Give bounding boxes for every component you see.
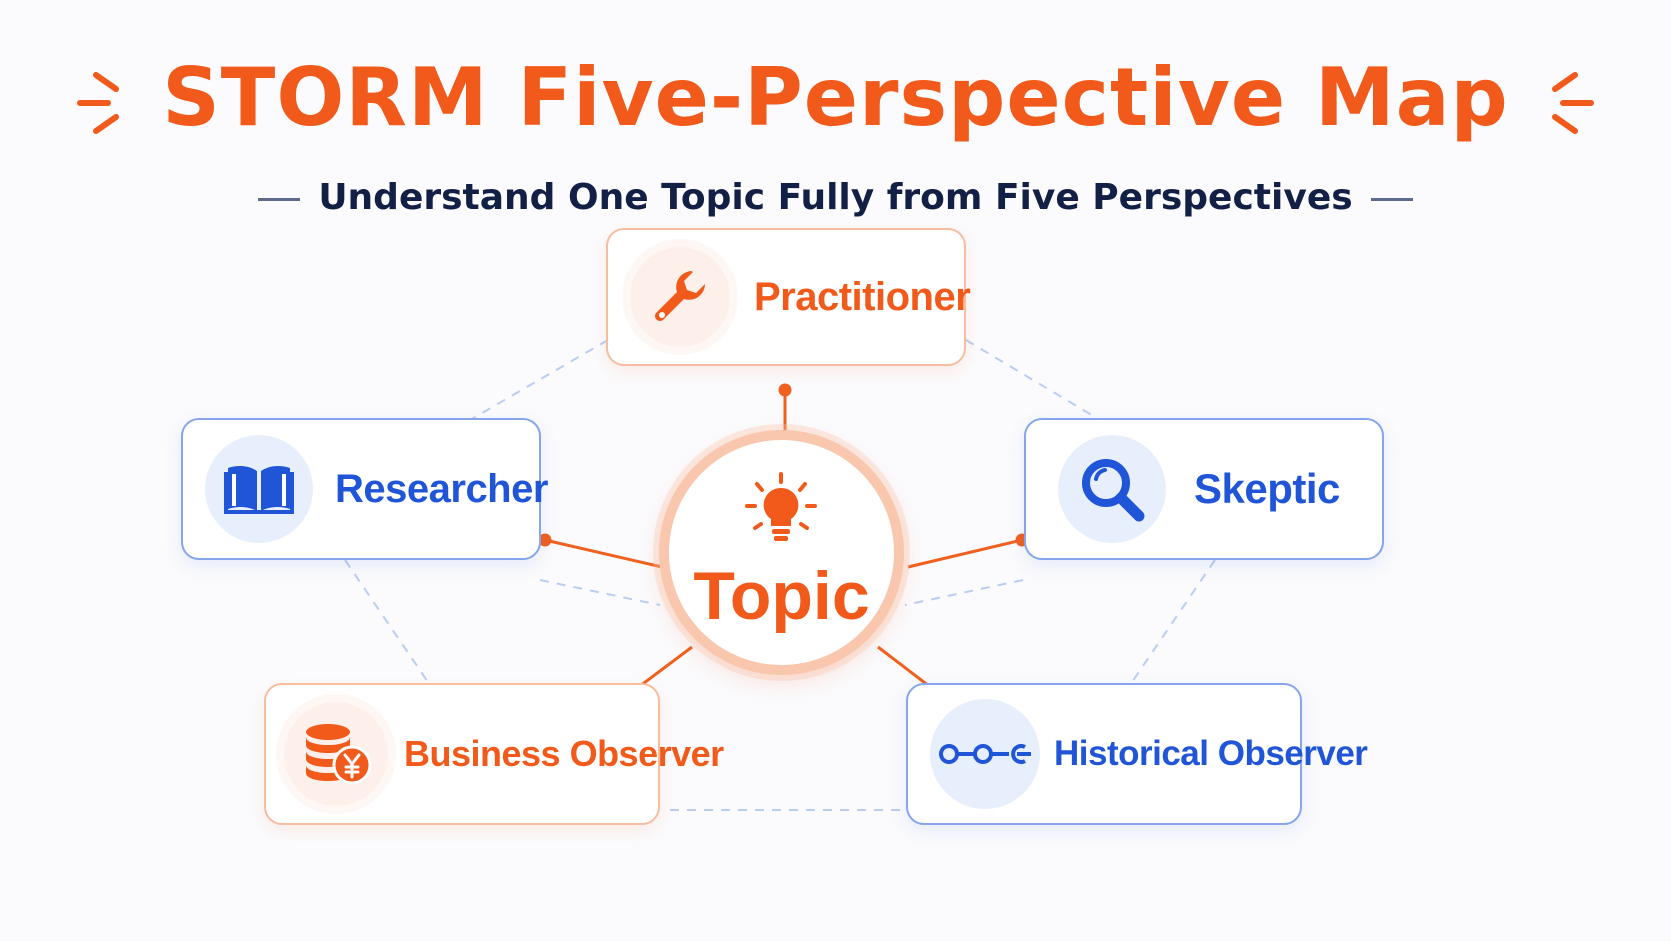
perspective-card-practitioner[interactable]: Practitioner <box>606 228 971 366</box>
timeline-icon <box>930 699 1040 809</box>
link-topic-researcher <box>544 538 663 569</box>
title-text: STORM Five-Perspective Map <box>162 51 1509 144</box>
dashed-link-skeptic-historical <box>1129 559 1216 686</box>
coins-yen-icon <box>284 702 388 806</box>
perspective-card-business-observer[interactable]: Business Observer <box>264 683 724 825</box>
burst-left-icon <box>77 72 120 135</box>
perspective-label-historical-observer: Historical Observer <box>1054 734 1368 773</box>
perspective-label-practitioner: Practitioner <box>754 274 971 319</box>
perspective-card-historical-observer[interactable]: Historical Observer <box>906 683 1368 825</box>
perspective-card-skeptic[interactable]: Skeptic <box>1024 418 1384 560</box>
node-dot-practitioner <box>778 383 792 397</box>
page-title: STORM Five-Perspective Map <box>0 48 1671 148</box>
dashed-link-practitioner-researcher <box>469 339 609 421</box>
node-dot-researcher <box>538 533 552 547</box>
wrench-icon <box>630 247 730 347</box>
perspective-label-researcher: Researcher <box>335 466 548 511</box>
link-topic-skeptic <box>907 538 1023 569</box>
page-subtitle: Understand One Topic Fully from Five Per… <box>0 174 1671 222</box>
dashed-link-researcher-topic <box>539 579 661 606</box>
dashed-link-practitioner-skeptic <box>965 339 1101 421</box>
magnifier-icon <box>1058 435 1166 543</box>
dashed-link-skeptic-topic <box>904 579 1024 606</box>
center-topic-label: Topic <box>693 558 870 634</box>
subtitle-text: Understand One Topic Fully from Five Per… <box>318 177 1353 218</box>
subtitle-dash-left <box>258 197 301 201</box>
perspective-label-business-observer: Business Observer <box>404 733 724 774</box>
perspective-label-skeptic: Skeptic <box>1194 465 1340 512</box>
perspective-card-researcher[interactable]: Researcher <box>181 418 548 560</box>
burst-right-icon <box>1551 72 1594 135</box>
dashed-link-researcher-business <box>344 559 431 686</box>
lightbulb-icon <box>745 472 817 541</box>
subtitle-dash-right <box>1370 197 1413 201</box>
book-icon <box>205 435 313 543</box>
center-topic-node[interactable]: Topic <box>659 430 904 675</box>
